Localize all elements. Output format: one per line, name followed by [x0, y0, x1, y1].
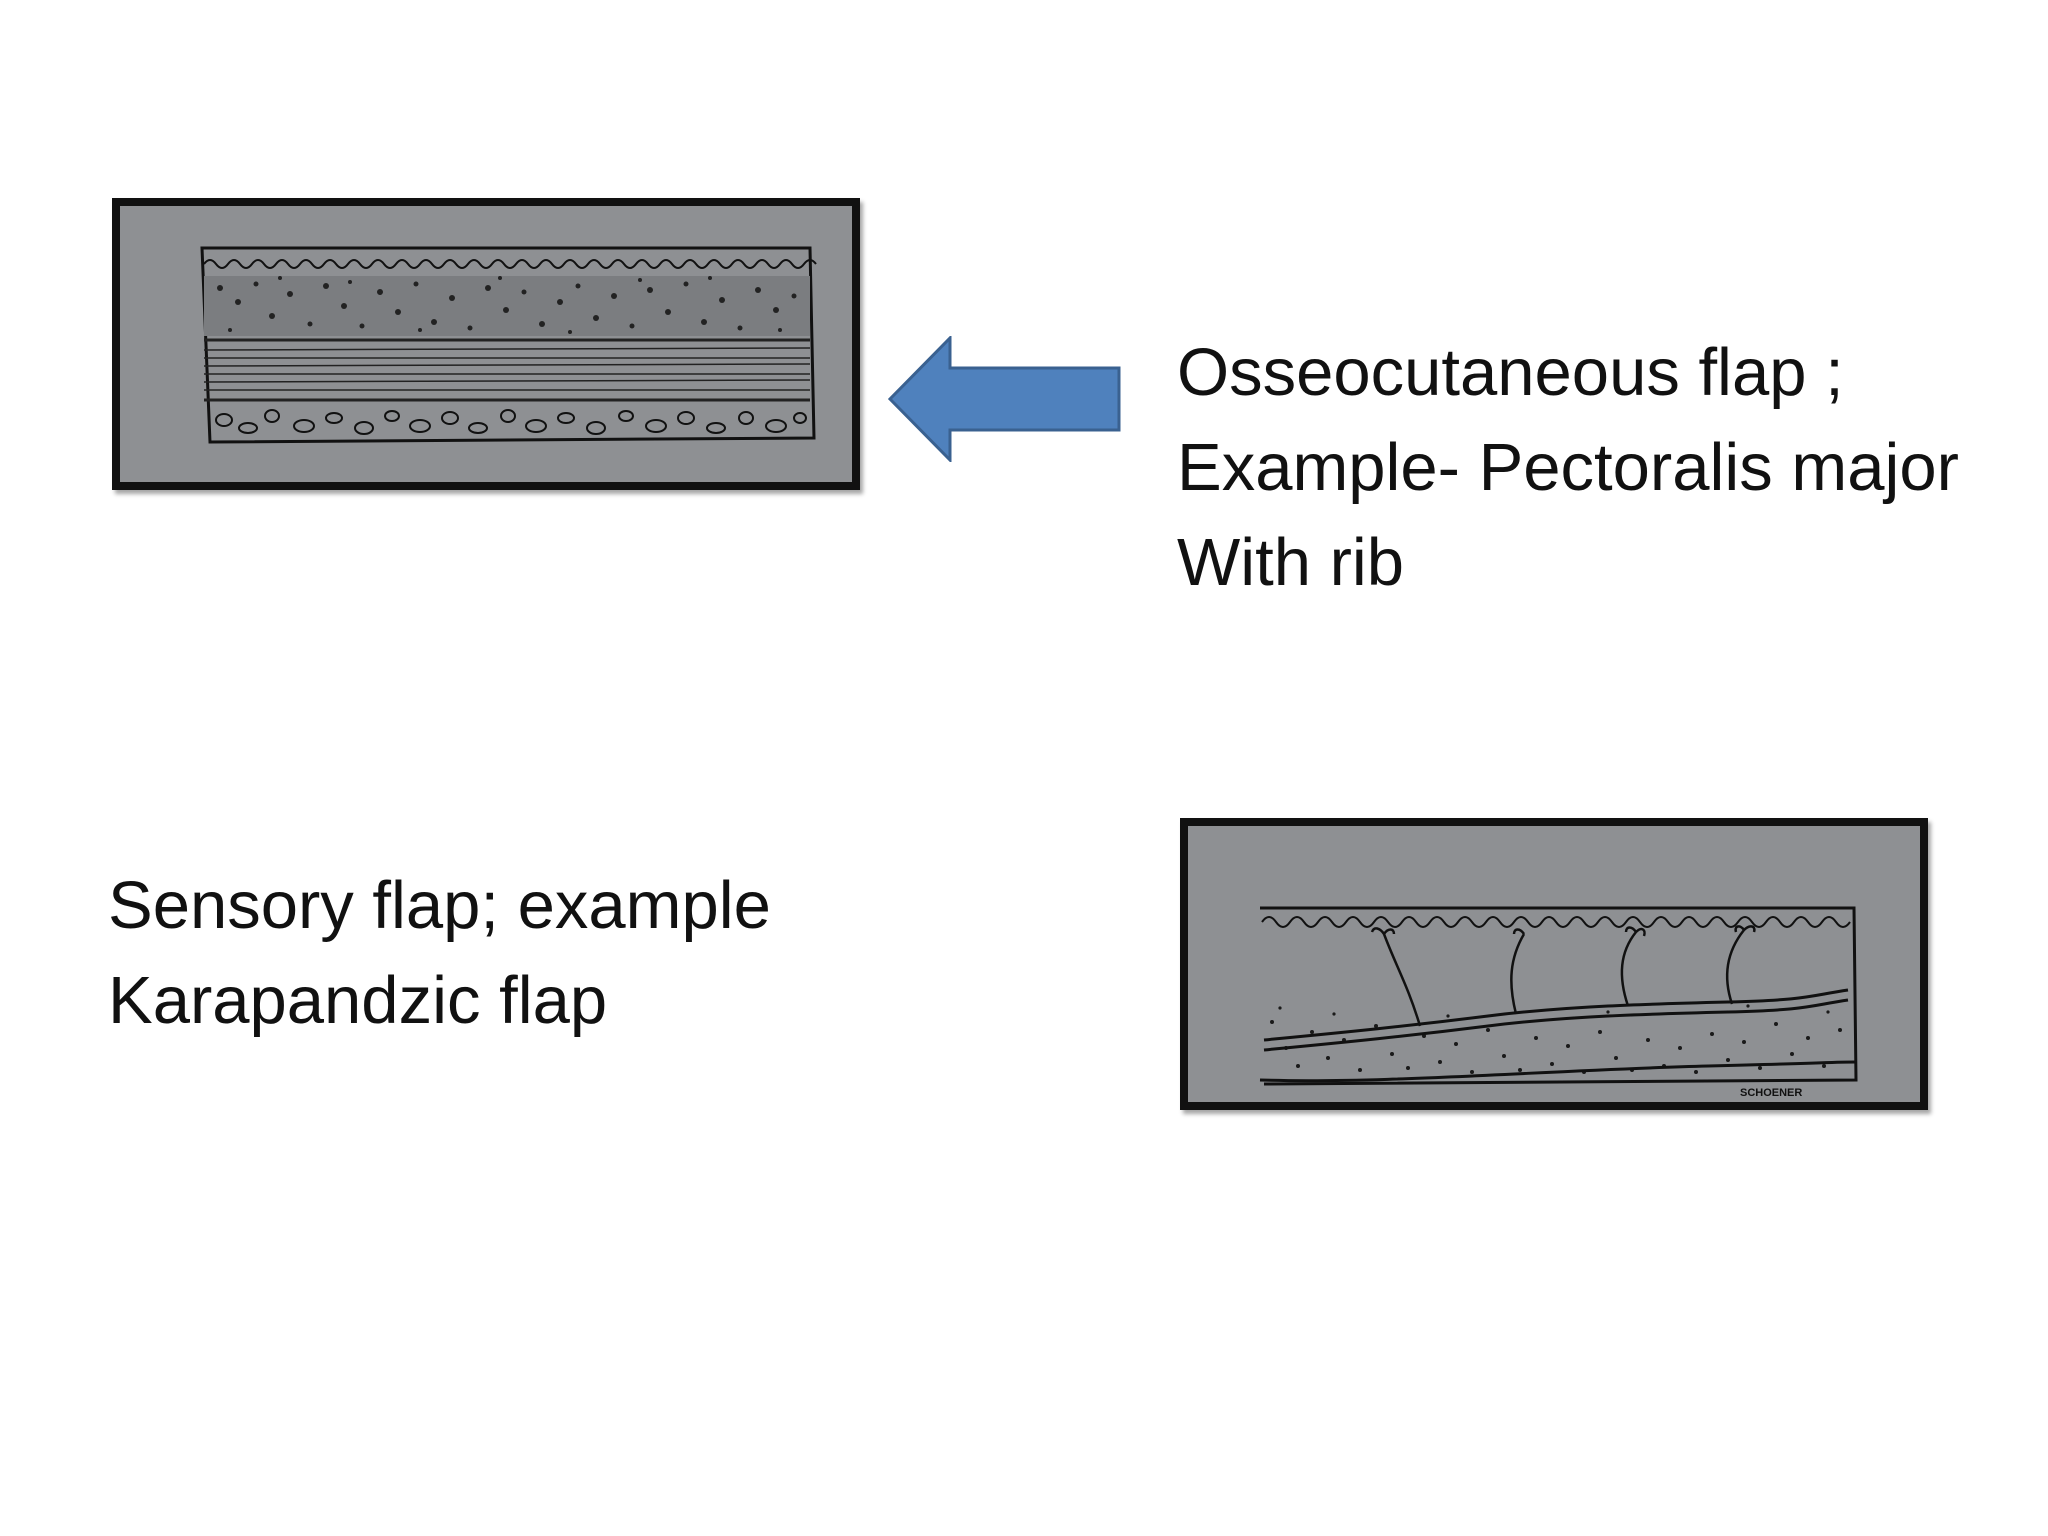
- osseocutaneous-caption-line-2: Example- Pectoralis major: [1177, 430, 1959, 505]
- muscle-layer: [203, 338, 811, 402]
- sensory-caption-line-2: Karapandzic flap: [108, 963, 608, 1038]
- fat-layer: [204, 276, 810, 336]
- sensory-caption-line-1: Sensory flap; example: [108, 868, 771, 943]
- sensory-flap-figure: SCHOENER: [1180, 818, 1928, 1110]
- nerve-branches: [1370, 925, 1756, 1027]
- nerve-trunk: [1263, 988, 1849, 1042]
- osseocutaneous-layers-drawing: [200, 246, 817, 444]
- skin-layer: [203, 259, 817, 269]
- bone-layer: [215, 409, 807, 435]
- osseocutaneous-flap-caption: Osseocutaneous flap ; Example- Pectorali…: [1177, 325, 1959, 610]
- subcutaneous-layer: [1270, 1004, 1842, 1074]
- sensory-flap-caption: Sensory flap; example Karapandzic flap: [108, 858, 771, 1048]
- osseocutaneous-caption-line-3: With rib: [1177, 525, 1405, 600]
- flap-outline: [200, 246, 816, 444]
- artist-signature: SCHOENER: [1740, 1087, 1802, 1099]
- flap-outline: [1260, 906, 1858, 1086]
- left-arrow-icon: [888, 336, 1121, 462]
- nerve-trunk-lower: [1263, 998, 1849, 1052]
- osseocutaneous-flap-figure: [112, 198, 860, 490]
- osseocutaneous-caption-line-1: Osseocutaneous flap ;: [1177, 335, 1844, 410]
- deep-boundary: [1259, 1060, 1857, 1083]
- sensory-nerve-drawing: SCHOENER: [1259, 906, 1858, 1099]
- skin-layer: [1261, 916, 1851, 928]
